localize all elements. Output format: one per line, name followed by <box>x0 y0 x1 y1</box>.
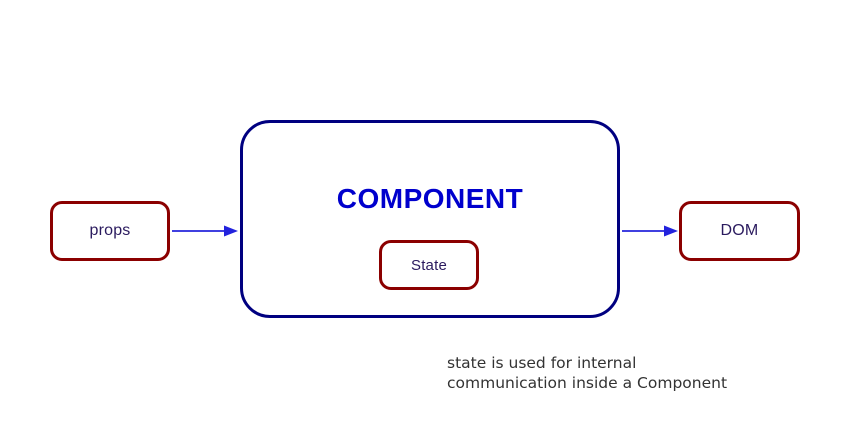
node-props: props <box>50 201 170 261</box>
node-component-label: COMPONENT <box>336 183 524 214</box>
node-dom: DOM <box>679 201 800 261</box>
diagram-caption: state is used for internal communication… <box>447 354 728 392</box>
node-component: COMPONENT <box>240 120 620 318</box>
node-state: State <box>379 240 479 290</box>
node-props-label: props <box>89 222 131 239</box>
props-to-component-arrow <box>172 225 238 237</box>
node-state-label: State <box>410 256 448 274</box>
node-dom-label: DOM <box>720 222 759 239</box>
component-to-dom-arrow <box>622 225 678 237</box>
